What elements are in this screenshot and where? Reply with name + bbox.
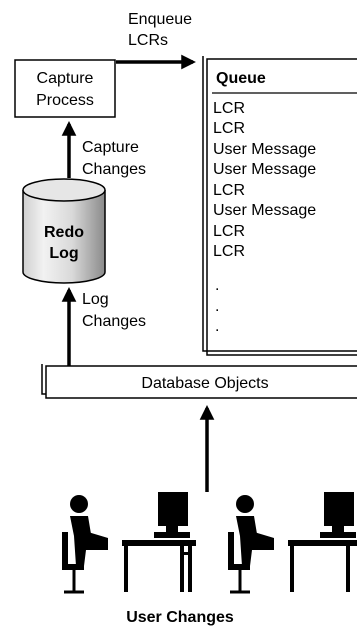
queue-item: LCR bbox=[213, 120, 245, 137]
redo-log-line2: Log bbox=[49, 245, 78, 262]
queue-item: User Message bbox=[213, 161, 316, 178]
queue-box: Queue LCR LCR User Message User Message … bbox=[202, 56, 357, 356]
queue-item: LCR bbox=[213, 243, 245, 260]
queue-item: . bbox=[215, 277, 219, 294]
user-at-workstation-icon bbox=[228, 492, 357, 594]
capture-process-line2: Process bbox=[36, 92, 94, 109]
queue-item: . bbox=[215, 298, 219, 315]
database-objects-label: Database Objects bbox=[141, 375, 268, 392]
redo-log-line1: Redo bbox=[44, 224, 84, 241]
log-changes-line1: Log bbox=[82, 291, 109, 308]
log-changes-line2: Changes bbox=[82, 313, 146, 330]
queue-item: . bbox=[215, 318, 219, 335]
enqueue-label-line1: Enqueue bbox=[128, 11, 192, 28]
queue-item: LCR bbox=[213, 223, 245, 240]
queue-item: LCR bbox=[213, 100, 245, 117]
queue-item: LCR bbox=[213, 182, 245, 199]
queue-items-list: LCR LCR User Message User Message LCR Us… bbox=[213, 100, 316, 335]
user-changes-label: User Changes bbox=[126, 609, 234, 626]
queue-item: User Message bbox=[213, 141, 316, 158]
capture-process-line1: Capture bbox=[37, 70, 94, 87]
capture-changes-line2: Changes bbox=[82, 161, 146, 178]
capture-process-box: Capture Process bbox=[14, 59, 116, 118]
redo-log-cylinder: Redo Log bbox=[22, 178, 106, 284]
enqueue-label-line2: LCRs bbox=[128, 32, 168, 49]
database-objects-box: Database Objects bbox=[41, 364, 357, 399]
queue-item: User Message bbox=[213, 202, 316, 219]
capture-changes-line1: Capture bbox=[82, 139, 139, 156]
queue-title: Queue bbox=[216, 70, 266, 87]
user-at-workstation-icon bbox=[62, 492, 196, 594]
